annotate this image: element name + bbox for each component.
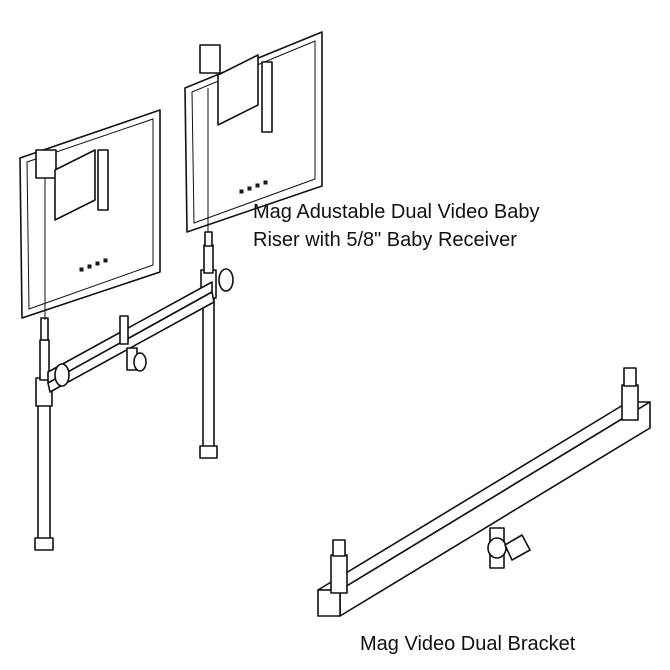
left-monitor [19,109,161,320]
riser-caption: Mag Adustable Dual Video Baby Riser with… [253,198,540,254]
knob-right-icon [218,268,234,292]
dual-bracket [317,367,651,617]
riser-caption-line2: Riser with 5/8" Baby Receiver [253,229,517,251]
right-pole [199,231,218,459]
left-pole [34,317,54,551]
bracket-caption: Mag Video Dual Bracket [360,633,576,655]
riser-crossbar [47,268,234,393]
right-monitor [184,31,323,233]
riser-caption-line1: Mag Adustable Dual Video Baby [253,201,540,223]
thumb-screw-icon [504,534,531,561]
knob-left-icon [54,363,70,387]
